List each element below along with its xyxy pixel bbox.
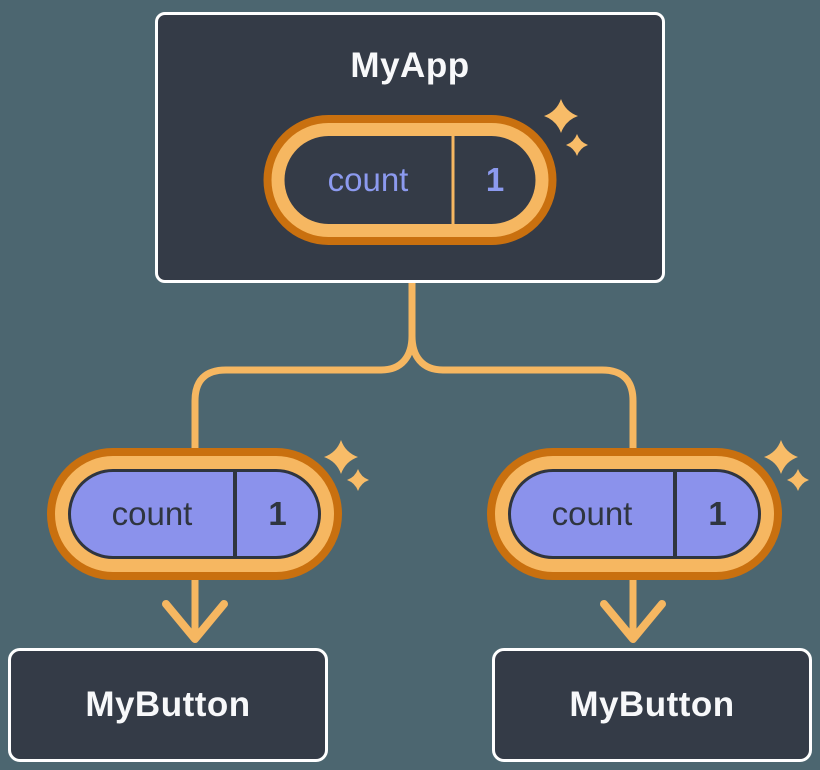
component-box-myapp: MyApp count 1 [155,12,665,283]
component-title-mybutton-left: MyButton [85,684,251,724]
pill-divider [673,472,677,556]
prop-value: 1 [268,495,287,532]
prop-name: count [111,495,193,532]
arrowhead-right-icon [600,600,666,643]
prop-name: count [551,495,633,532]
prop-value: 1 [708,495,727,532]
arrowhead-left-icon [162,600,228,643]
prop-pill-right: count 1 [487,448,782,580]
state-pill-core: count 1 [284,136,536,224]
pill-divider [233,472,237,556]
component-box-mybutton-right: MyButton [492,648,812,762]
component-box-mybutton-left: MyButton [8,648,328,762]
connector-myapp-to-right-child [408,278,637,639]
component-title-mybutton-right: MyButton [569,684,735,724]
component-title-myapp: MyApp [350,46,470,85]
prop-pill-left: count 1 [47,448,342,580]
state-value: 1 [485,161,505,198]
state-pill-myapp: count 1 [263,115,557,245]
state-name: count [327,161,409,198]
pill-divider [451,136,455,224]
prop-pill-core: count 1 [68,469,321,559]
prop-pill-core: count 1 [508,469,761,559]
